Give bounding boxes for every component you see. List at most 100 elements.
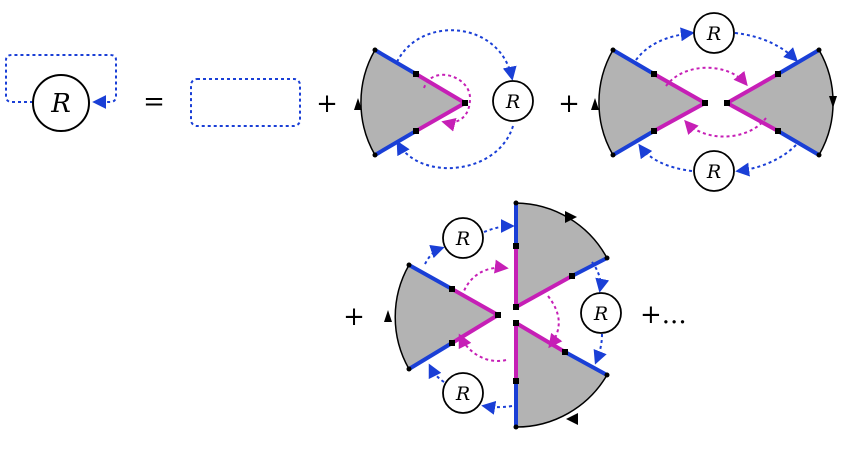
- junction-square: [462, 100, 468, 106]
- plus-sign-3: +: [343, 302, 365, 332]
- blue-arrow-top-in: [635, 27, 695, 61]
- plus-sign-1: +: [316, 89, 338, 119]
- wedge-blue-edge: [611, 48, 656, 76]
- wedge-blue-edge: [407, 341, 454, 371]
- junction-square: [513, 320, 519, 326]
- wedge-blue-edge: [564, 350, 608, 377]
- r-node: [693, 12, 735, 54]
- wedge-magenta-edge: [653, 101, 706, 133]
- r-node: [492, 80, 534, 122]
- wedge-magenta-edge: [726, 72, 779, 105]
- corner-dot: [816, 47, 822, 53]
- corner-dot: [604, 255, 610, 261]
- equals-sign: =: [143, 87, 165, 117]
- wedge-blue-edge: [776, 48, 821, 76]
- corner-dot: [513, 424, 519, 430]
- junction-square: [651, 128, 657, 134]
- wedge-magenta-edge: [414, 72, 467, 105]
- corner-dot: [406, 262, 412, 268]
- blue-arrow: [483, 219, 515, 234]
- magenta-arrow-top: [665, 66, 748, 87]
- arc-arrowhead: [829, 96, 837, 108]
- arc-arrowhead: [354, 98, 362, 110]
- magenta-arrow: [461, 259, 509, 297]
- arc-arrowhead: [566, 413, 578, 425]
- wedge-shape-upper: [515, 202, 609, 309]
- junction-square: [651, 71, 657, 77]
- r-node: [580, 292, 622, 334]
- junction-square: [569, 273, 575, 279]
- wedge-blue-edge: [373, 129, 418, 157]
- junction-square: [724, 100, 730, 106]
- junction-square: [775, 128, 781, 134]
- arc-arrowhead: [384, 310, 392, 322]
- blue-arrow: [593, 333, 607, 365]
- ellipsis-plus: +...: [640, 300, 687, 330]
- blue-arrow: [428, 363, 445, 383]
- corner-dot: [604, 372, 610, 378]
- r-node-lhs-label: R: [50, 89, 71, 119]
- junction-square: [775, 71, 781, 77]
- junction-square: [513, 378, 519, 384]
- wedge-blue-edge: [611, 129, 656, 157]
- arc-arrowhead: [591, 98, 599, 110]
- blue-arrow-bottom-out: [638, 143, 693, 172]
- r-node-label: R: [505, 91, 520, 113]
- plus-sign-2: +: [558, 89, 580, 119]
- empty-loop: [190, 78, 301, 127]
- term-one-wedge: R: [354, 29, 534, 170]
- wedge-shape: [360, 48, 467, 157]
- wedge-blue-edge: [571, 256, 608, 278]
- r-node: [442, 217, 484, 259]
- wedge-shape-left: [598, 48, 707, 157]
- wedge-magenta-edge: [726, 101, 779, 133]
- wedge-magenta-edge: [415, 101, 466, 133]
- corner-dot: [372, 47, 378, 53]
- junction-square: [562, 349, 568, 355]
- blue-arrow-top-out: [734, 32, 798, 62]
- r-node-label: R: [455, 228, 470, 250]
- arc-arrowhead: [565, 211, 577, 223]
- wedge-shape-lower: [515, 321, 609, 428]
- r-node-label: R: [706, 23, 721, 45]
- lhs-self-loop: R: [5, 54, 117, 132]
- corner-dot: [406, 366, 412, 372]
- wedge-blue-edge: [776, 129, 821, 157]
- junction-square: [413, 71, 419, 77]
- term-two-wedges: R R: [591, 12, 837, 192]
- junction-square: [702, 100, 708, 106]
- term-three-wedges: R R R: [384, 200, 622, 430]
- wedge-magenta-edge: [653, 72, 706, 105]
- junction-square: [495, 312, 501, 318]
- magenta-arrow-bottom: [684, 117, 767, 138]
- corner-dot: [816, 152, 822, 158]
- wedge-blue-edge: [408, 263, 453, 291]
- r-node-label: R: [455, 383, 470, 405]
- blue-arrow-top: [396, 29, 517, 81]
- blue-arrow: [591, 261, 610, 293]
- blue-arrow: [481, 400, 513, 415]
- wedge-magenta-edge: [451, 287, 499, 317]
- junction-square: [449, 286, 455, 292]
- junction-square: [449, 340, 455, 346]
- junction-square: [513, 243, 519, 249]
- blue-arrow: [424, 244, 445, 265]
- magenta-arrow: [547, 295, 563, 349]
- r-node-label: R: [593, 303, 608, 325]
- corner-dot: [513, 200, 519, 206]
- corner-dot: [610, 152, 616, 158]
- wedge-blue-edge: [373, 48, 418, 76]
- wedge-shape-right: [725, 48, 834, 157]
- corner-dot: [610, 47, 616, 53]
- r-node-label: R: [706, 161, 721, 183]
- junction-square: [513, 304, 519, 310]
- r-node: [693, 150, 735, 192]
- wedge-shape-left: [394, 263, 500, 371]
- wedge-magenta-edge: [515, 274, 573, 309]
- blue-arrow-bottom: [396, 125, 514, 170]
- r-node-lhs: [32, 74, 90, 132]
- corner-dot: [372, 152, 378, 158]
- magenta-arrow: [458, 333, 507, 362]
- r-node: [442, 372, 484, 414]
